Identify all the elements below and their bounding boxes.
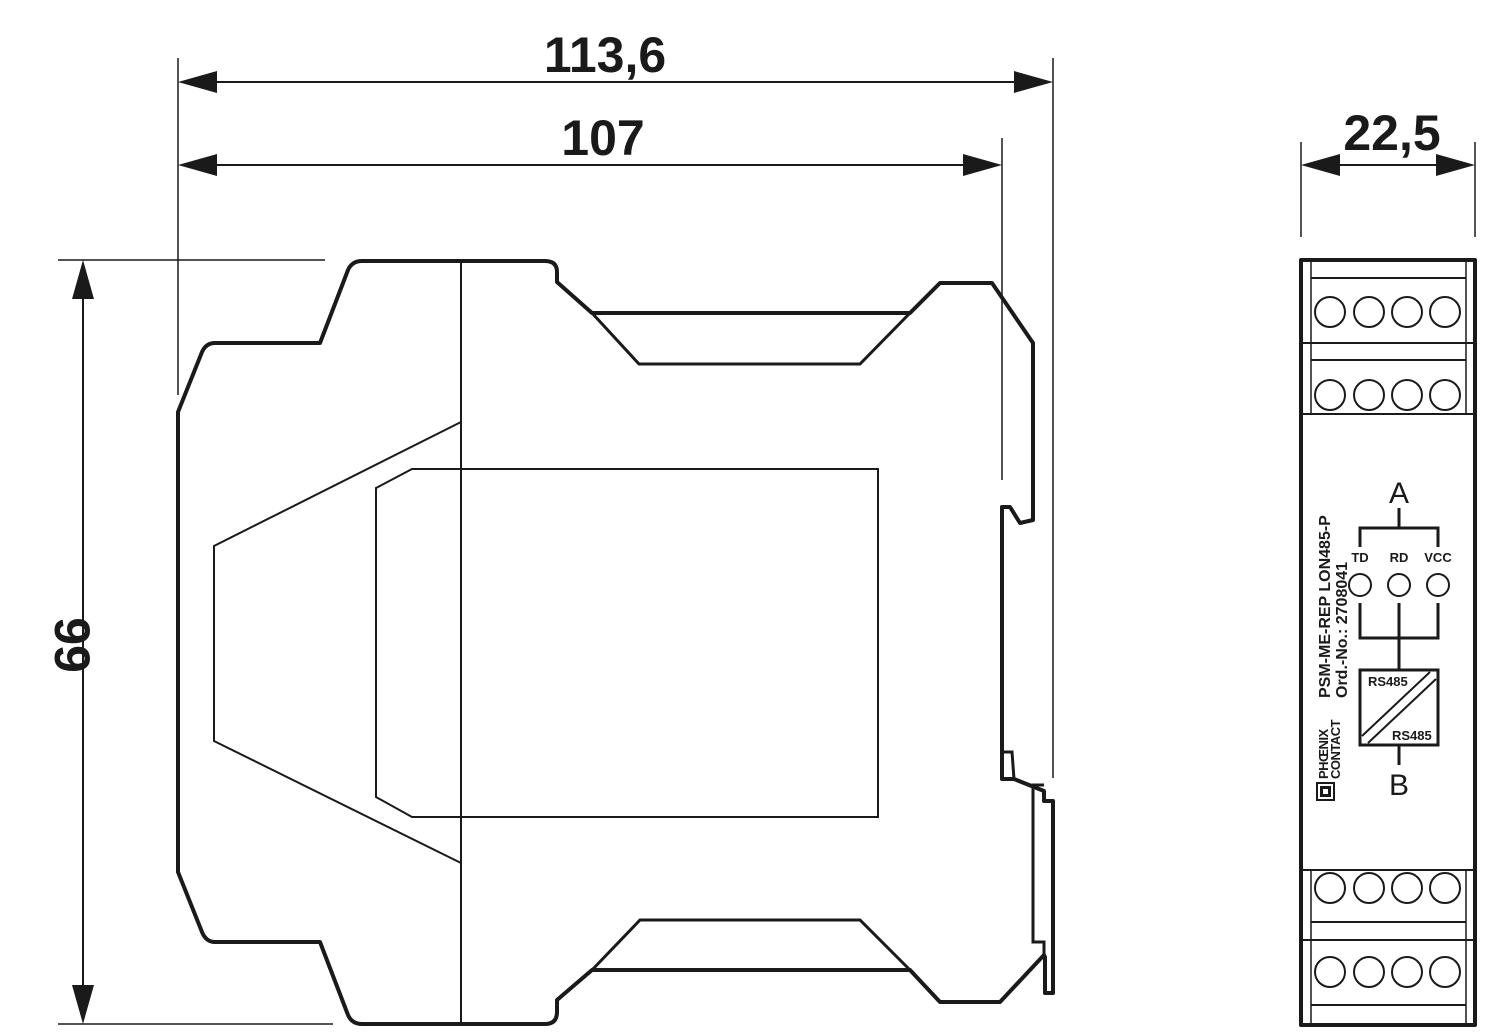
screw-icon xyxy=(1391,956,1423,988)
brand-line-1: PHŒNIX xyxy=(1316,728,1331,779)
dimension-overall-depth: 113,6 xyxy=(177,27,1054,778)
screw-icon xyxy=(1353,379,1385,411)
port-a-bus xyxy=(1358,508,1440,547)
screw-icon xyxy=(1314,296,1346,328)
dimension-label-overall-depth: 113,6 xyxy=(544,27,666,83)
side-view: 113,6 107 99 xyxy=(44,27,1055,1026)
rs485-converter-icon: RS485 RS485 xyxy=(1358,668,1440,747)
terminal-block-bottom xyxy=(1301,869,1475,1025)
dimension-label-height: 99 xyxy=(44,617,100,673)
order-number: Ord.-No.: 2708041 xyxy=(1334,562,1351,698)
converter-label-bottom: RS485 xyxy=(1392,728,1432,743)
phoenix-contact-logo: PHŒNIX CONTACT xyxy=(1316,719,1343,801)
port-a-label: A xyxy=(1389,477,1409,510)
led-vcc-icon xyxy=(1426,573,1450,597)
screw-icon xyxy=(1429,872,1461,904)
screw-icon xyxy=(1353,296,1385,328)
led-rd-icon xyxy=(1387,573,1411,597)
dimension-width: 22,5 xyxy=(1300,105,1476,237)
bottom-channel xyxy=(590,918,912,972)
screw-icon xyxy=(1391,296,1423,328)
led-label-vcc: VCC xyxy=(1424,550,1452,565)
device-label: PSM-ME-REP LON485-P Ord.-No.: 2708041 PH… xyxy=(1316,515,1351,801)
screw-icon xyxy=(1314,956,1346,988)
screw-icon xyxy=(1429,379,1461,411)
label-plate xyxy=(375,468,879,818)
top-channel xyxy=(590,311,912,366)
brand-line-2: CONTACT xyxy=(1328,719,1343,779)
model-name: PSM-ME-REP LON485-P xyxy=(1317,515,1334,698)
screw-row-3 xyxy=(1314,872,1461,904)
logo-box-icon xyxy=(1316,782,1335,801)
din-rail-clip-lower xyxy=(1000,750,1016,780)
screw-icon xyxy=(1353,956,1385,988)
housing-outline xyxy=(176,259,1055,1026)
screw-icon xyxy=(1391,379,1423,411)
signal-schematic: A TD RD VCC RS485 RS485 B xyxy=(1348,477,1452,802)
dimension-label-depth: 107 xyxy=(561,110,644,166)
front-bevel xyxy=(213,421,462,864)
screw-icon xyxy=(1353,872,1385,904)
screw-icon xyxy=(1314,872,1346,904)
screw-row-4 xyxy=(1314,956,1461,988)
front-view: 22,5 xyxy=(1299,105,1477,1027)
led-td-icon xyxy=(1348,573,1372,597)
led-label-td: TD xyxy=(1351,550,1368,565)
converter-label-top: RS485 xyxy=(1368,674,1408,689)
screw-row-2 xyxy=(1314,379,1461,411)
screw-row-1 xyxy=(1314,296,1461,328)
din-rail-clip-foot xyxy=(998,783,1046,1004)
dimension-label-width: 22,5 xyxy=(1343,105,1440,161)
led-bus xyxy=(1358,603,1440,670)
screw-icon xyxy=(1391,872,1423,904)
dimension-depth-without-rail: 107 xyxy=(178,110,1003,480)
terminal-block-top xyxy=(1301,260,1475,415)
screw-icon xyxy=(1314,379,1346,411)
screw-icon xyxy=(1429,956,1461,988)
screw-icon xyxy=(1429,296,1461,328)
logo-mark-icon xyxy=(1320,786,1331,797)
led-label-rd: RD xyxy=(1390,550,1409,565)
dimension-height: 99 xyxy=(44,259,333,1025)
front-housing xyxy=(1299,258,1477,1027)
port-b-label: B xyxy=(1389,769,1409,802)
